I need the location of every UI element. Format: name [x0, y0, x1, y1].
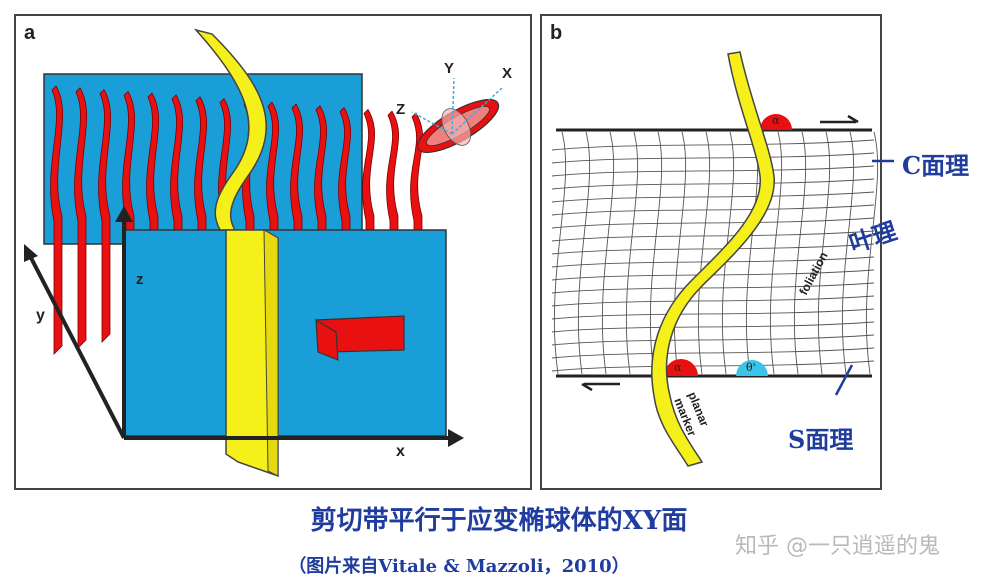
foliation-line — [551, 282, 875, 294]
alpha-marker-bottom — [664, 359, 698, 376]
x-axis-label: x — [396, 443, 405, 460]
y-axis-arrow — [24, 244, 38, 262]
cleavage-line — [721, 131, 735, 375]
shear-arrow-bottom — [581, 382, 593, 392]
cleavage-line — [841, 131, 855, 375]
red-fold-sheet — [50, 85, 63, 355]
shear-arrow-top — [847, 114, 859, 124]
foliation-line — [551, 178, 875, 190]
foliation-line — [551, 165, 875, 177]
foliation-lines — [551, 131, 879, 375]
alpha-label-top: α — [772, 114, 780, 127]
panel-b-drawing: α α θ' foliation planar marker — [551, 51, 879, 467]
yellow-planar-marker — [651, 51, 775, 467]
theta-label: θ' — [746, 361, 756, 374]
foliation-line — [551, 347, 875, 359]
cleavage-line — [601, 131, 615, 375]
red-fold-sheet — [98, 88, 111, 343]
cleavage-line — [625, 131, 639, 375]
foliation-line — [551, 243, 875, 255]
cleavage-line — [553, 131, 567, 375]
watermark: 知乎 @一只逍遥的鬼 — [735, 534, 940, 559]
panel-a-drawing: Y X Z x z y — [24, 28, 512, 478]
foliation-line — [551, 230, 875, 242]
foliation-line — [551, 204, 875, 216]
caption-title: 剪切带平行于应变椭球体的XY面 — [310, 506, 688, 536]
c-plane-annotation: C面理 — [902, 151, 970, 180]
foliation-line — [551, 360, 875, 372]
cleavage-line — [817, 131, 831, 375]
z-axis-label: z — [136, 271, 144, 288]
cleavage-line — [769, 131, 783, 375]
cleavage-line — [649, 131, 663, 375]
alpha-label-bottom: α — [674, 361, 682, 374]
z-axis-arrow — [115, 206, 133, 222]
cleavage-line — [865, 131, 879, 375]
strain-ellipsoid — [416, 98, 500, 154]
s-plane-annotation: S面理 — [788, 425, 854, 454]
panel-b: α α θ' foliation planar marker b — [540, 14, 882, 490]
ellipsoid-label-z: Z — [396, 101, 405, 118]
x-axis-arrow — [448, 429, 464, 447]
cleavage-line — [745, 131, 759, 375]
caption-source: （图片来自Vitale & Mazzoli，2010） — [288, 556, 630, 577]
y-axis-label: y — [36, 307, 45, 324]
alpha-marker-top — [760, 114, 792, 130]
foliation-line — [551, 295, 875, 307]
foliation-line — [551, 152, 875, 164]
cleavage-line — [577, 131, 591, 375]
panel-b-label: b — [550, 22, 563, 44]
foliation-line — [551, 256, 875, 268]
cleavage-line — [793, 131, 807, 375]
foliation-line — [551, 139, 875, 151]
cleavage-line — [697, 131, 711, 375]
foliation-line — [551, 334, 875, 346]
theta-marker — [736, 360, 768, 376]
ellipsoid-label-x: X — [502, 65, 512, 82]
foliation-line — [551, 191, 875, 203]
foliation-line — [551, 321, 875, 333]
panel-a: Y X Z x z y a — [14, 14, 532, 490]
cleavage-line — [673, 131, 687, 375]
ellipsoid-label-y: Y — [444, 60, 454, 77]
foliation-line — [551, 308, 875, 320]
panel-a-label: a — [24, 22, 36, 44]
